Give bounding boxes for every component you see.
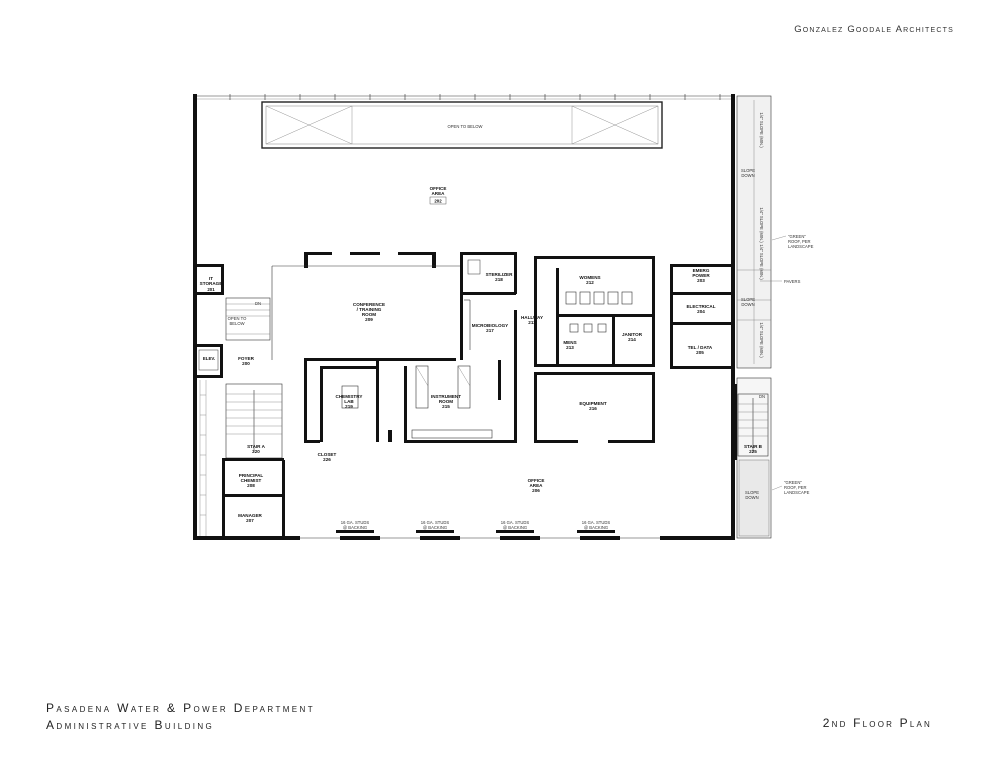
green-roof: 1/4" SLOPE (MIN.) 1/4" SLOPE (MIN.) 1/4"… [736,95,814,539]
svg-text:DN: DN [255,301,261,306]
svg-text:16 GA. STUDS@ BACKING: 16 GA. STUDS@ BACKING [421,520,450,530]
project-line-2: Administrative Building [46,718,215,732]
stud-notes: 16 GA. STUDS@ BACKING 16 GA. STUDS@ BACK… [341,520,611,530]
slope-note-3: 1/4" SLOPE (MIN.) [759,244,764,280]
project-line-1: Pasadena Water & Power Department [46,701,316,715]
svg-text:16 GA. STUDS@ BACKING: 16 GA. STUDS@ BACKING [341,520,370,530]
exterior-walls [193,94,735,540]
firm-name: Gonzalez Goodale Architects [794,24,954,35]
svg-text:16 GA. STUDS@ BACKING: 16 GA. STUDS@ BACKING [501,520,530,530]
svg-text:16 GA. STUDS@ BACKING: 16 GA. STUDS@ BACKING [582,520,611,530]
open-to-below-label: OPEN TO BELOW [448,124,483,129]
svg-text:201: 201 [207,287,215,292]
svg-text:DN: DN [759,394,765,399]
project-title: Pasadena Water & Power Department Admini… [46,700,315,734]
open-to-below-top: OPEN TO BELOW [261,101,663,149]
sheet-title: 2nd Floor Plan [822,716,932,730]
slope-note-1: 1/4" SLOPE (MIN.) [759,112,764,148]
slope-note-2: 1/4" SLOPE (MIN.) [759,207,764,243]
pavers-note: PAVERS [784,279,801,284]
elev-label: ELEV. [203,356,215,361]
slope-note-4: 1/4" SLOPE (MIN.) [759,322,764,358]
svg-text:202: 202 [434,199,442,204]
